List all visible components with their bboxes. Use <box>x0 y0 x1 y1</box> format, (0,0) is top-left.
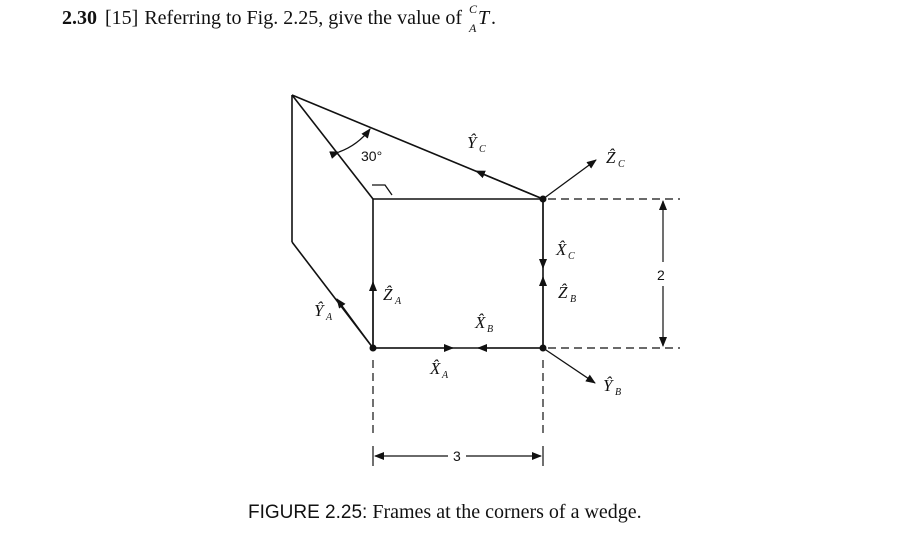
problem-period: . <box>491 7 497 29</box>
svg-text:Ŷ: Ŷ <box>314 301 325 320</box>
wedge-edges <box>291 94 544 349</box>
caption-label: FIGURE 2.25: <box>248 502 368 523</box>
right-angle-marker <box>372 184 393 196</box>
y-a-arrow <box>336 298 374 349</box>
svg-text:B: B <box>487 324 493 335</box>
transform-symbol: T <box>478 7 490 29</box>
svg-text:A: A <box>441 370 449 381</box>
frame-label-z-a: Ẑ A <box>383 285 402 307</box>
angle-label: 30° <box>361 148 382 164</box>
svg-text:B: B <box>615 387 621 398</box>
svg-text:Ẑ: Ẑ <box>606 148 616 167</box>
problem-text: Referring to Fig. 2.25, give the value o… <box>144 7 463 29</box>
svg-text:X̂: X̂ <box>474 313 486 332</box>
svg-text:Ẑ: Ẑ <box>383 285 393 304</box>
frame-label-y-b: Ŷ B <box>603 376 621 398</box>
frame-label-x-a: X̂ A <box>429 359 449 381</box>
width-dimension-label: 3 <box>453 448 461 464</box>
svg-text:A: A <box>394 296 402 307</box>
svg-text:B: B <box>570 294 576 305</box>
frame-label-y-c: Ŷ C <box>467 133 486 155</box>
figure-caption: FIGURE 2.25: Frames at the corners of a … <box>248 500 642 525</box>
svg-text:X̂: X̂ <box>555 240 567 259</box>
frame-label-x-b: X̂ B <box>474 313 493 335</box>
svg-text:A: A <box>325 312 333 323</box>
inner-slant-edge <box>291 94 374 200</box>
problem-statement: 2.30 [15]Referring to Fig. 2.25, give the… <box>62 2 497 35</box>
svg-text:C: C <box>618 159 625 170</box>
problem-number: 2.30 <box>62 7 97 29</box>
angle-arc <box>329 128 371 159</box>
difficulty-tag: [15] <box>105 7 139 29</box>
frame-label-z-b: Ẑ B <box>558 283 576 305</box>
svg-text:Ŷ: Ŷ <box>603 376 614 395</box>
svg-text:X̂: X̂ <box>429 359 441 378</box>
frame-label-z-c: Ẑ C <box>606 148 625 170</box>
transform-notation: C A T . <box>469 2 497 35</box>
extension-lines <box>372 198 680 433</box>
svg-text:Ẑ: Ẑ <box>558 283 568 302</box>
transform-superscript: C <box>469 2 478 16</box>
y-c-arrow <box>475 170 544 200</box>
svg-text:Ŷ: Ŷ <box>467 133 478 152</box>
z-c-arrow <box>542 159 597 200</box>
frame-label-x-c: X̂ C <box>555 240 575 262</box>
y-b-arrow <box>542 347 596 384</box>
caption-text: Frames at the corners of a wedge. <box>372 501 642 523</box>
svg-text:C: C <box>479 144 486 155</box>
width-dimension <box>372 446 544 466</box>
height-dimension-label: 2 <box>657 267 665 283</box>
svg-text:C: C <box>568 251 575 262</box>
frame-label-y-a: Ŷ A <box>314 301 333 323</box>
transform-subscript: A <box>469 21 477 35</box>
